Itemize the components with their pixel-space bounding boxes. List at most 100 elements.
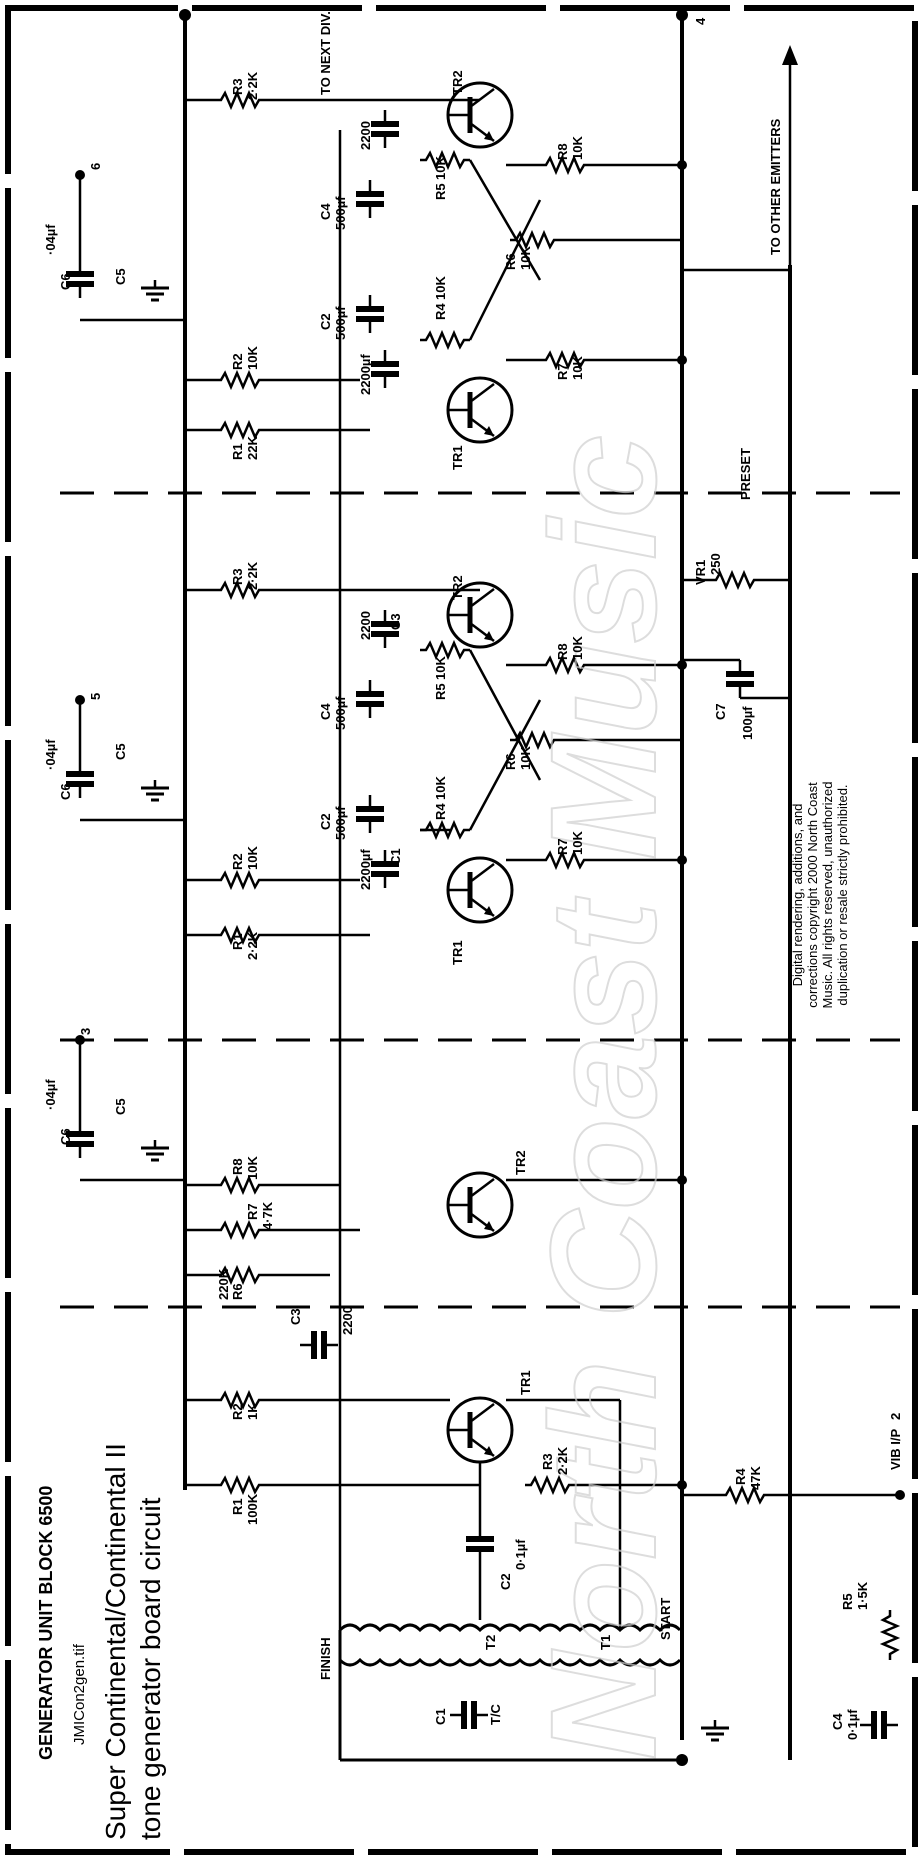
label-top-r8: R8 xyxy=(555,143,570,160)
label-top-r1: R1 xyxy=(230,443,245,460)
r1-resistor xyxy=(213,1476,267,1494)
label-node-5: 5 xyxy=(88,693,103,700)
label-mid-r6: R6 xyxy=(503,753,518,770)
label-r5-left-val: 1·5K xyxy=(855,1581,870,1610)
outer-border xyxy=(5,5,918,1855)
label-r6-left-val: 220K xyxy=(216,1268,231,1300)
label-mid-tr1: TR1 xyxy=(450,940,465,965)
label-mid-r7-val: 10K xyxy=(570,831,585,855)
section-dividers xyxy=(60,491,900,1309)
label-mid-c5: C5 xyxy=(113,743,128,760)
label-r8-left: R8 xyxy=(230,1158,245,1175)
label-vr1-val: 250 xyxy=(708,553,723,575)
label-top-r7: R7 xyxy=(555,363,570,380)
c4-capacitor xyxy=(860,1711,898,1739)
label-mid-r6-val: 10K xyxy=(518,746,533,770)
label-mid-c6: C6 xyxy=(58,783,73,800)
mid-c2-capacitor xyxy=(356,795,384,833)
c3-capacitor xyxy=(300,1331,338,1359)
caption-line-1: Super Continental/Continental II xyxy=(100,1443,131,1840)
top-tr1-transistor xyxy=(448,378,512,442)
label-top-r2: R2 xyxy=(230,353,245,370)
label-r5-left: R5 xyxy=(840,1593,855,1610)
top-c1-capacitor xyxy=(371,350,399,388)
top-c3-capacitor xyxy=(371,110,399,148)
label-top-r7-val: 10K xyxy=(570,356,585,380)
top-r2-resistor xyxy=(213,371,267,389)
schematic-title: GENERATOR UNIT BLOCK 6500 xyxy=(36,1486,56,1760)
c1-capacitor xyxy=(450,1701,488,1729)
c2-capacitor xyxy=(466,1525,494,1563)
label-tc: T/C xyxy=(488,1703,503,1725)
caption-line-2: tone generator board circuit xyxy=(135,1497,166,1840)
label-mid-r3-val: 2·2K xyxy=(245,561,260,590)
label-r6-left: R6 xyxy=(230,1283,245,1300)
label-mid-r8: R8 xyxy=(555,643,570,660)
label-mid-r7: R7 xyxy=(555,838,570,855)
tr1-transistor xyxy=(448,1398,512,1462)
label-mid-c3: C3 xyxy=(388,613,403,630)
label-top-r6-val: 10K xyxy=(518,246,533,270)
label-c4-left-val: 0·1µf xyxy=(845,1709,860,1740)
label-top-c6: C6 xyxy=(58,273,73,290)
label-tr2-left: TR2 xyxy=(513,1150,528,1175)
label-mid-r2: R2 xyxy=(230,853,245,870)
label-top-c3-val: 2200 xyxy=(358,121,373,150)
label-mid-tr2: TR2 xyxy=(450,575,465,600)
label-r2-left: R2 xyxy=(230,1403,245,1420)
label-c7-val: 100µf xyxy=(740,706,755,740)
label-top-c2: C2 xyxy=(318,313,333,330)
label-mid-r1: R1 xyxy=(230,933,245,950)
label-c2: C2 xyxy=(498,1573,513,1590)
label-c3: C3 xyxy=(288,1308,303,1325)
label-mid-c2-val: 500µf xyxy=(333,806,348,840)
label-top-r4-val: 10K xyxy=(433,276,448,300)
label-mid-c4: C4 xyxy=(318,703,333,720)
label-node-4: 4 xyxy=(693,17,708,25)
label-c5: C5 xyxy=(113,1098,128,1115)
ground-icon xyxy=(699,1718,731,1742)
label-top-c2-val: 500µf xyxy=(333,306,348,340)
label-top-tr1: TR1 xyxy=(450,445,465,470)
label-c3-val: 2200 xyxy=(340,1306,355,1335)
top-c2-capacitor xyxy=(356,295,384,333)
label-top-r4: R4 xyxy=(433,303,448,320)
ground-icon xyxy=(139,278,171,302)
label-r4-left: R4 xyxy=(733,1468,748,1485)
bottom-wiring xyxy=(78,1040,900,1630)
label-r3-left-val: 2·2K xyxy=(555,1446,570,1475)
mid-r2-resistor xyxy=(213,871,267,889)
top-r4-resistor xyxy=(418,331,472,349)
label-r4-left-val: 47K xyxy=(748,1466,763,1490)
terminal-dots xyxy=(75,160,905,1766)
file-name: JMICon2gen.tif xyxy=(71,1643,88,1745)
label-top-r3-val: 2·2K xyxy=(245,71,260,100)
arrow-icon xyxy=(782,45,798,65)
ground-icon xyxy=(139,1138,171,1162)
label-mid-r3: R3 xyxy=(230,568,245,585)
label-mid-r2-val: 10K xyxy=(245,846,260,870)
rails xyxy=(183,15,792,1760)
watermark: North Coast Music xyxy=(519,435,687,1760)
label-top-r2-val: 10K xyxy=(245,346,260,370)
middle-wiring xyxy=(78,578,790,937)
label-mid-r5: R5 xyxy=(433,683,448,700)
label-top-r1-val: 22K xyxy=(245,436,260,460)
label-c1: C1 xyxy=(433,1708,448,1725)
label-preset: PRESET xyxy=(738,448,753,500)
copyright-notice: Digital rendering, additions, and correc… xyxy=(790,781,850,1009)
label-top-tr2: TR2 xyxy=(450,70,465,95)
label-r7-left: R7 xyxy=(245,1203,260,1220)
label-t2: T2 xyxy=(483,1635,498,1650)
top-c4-capacitor xyxy=(356,180,384,218)
r5-resistor xyxy=(881,1608,899,1662)
label-mid-r4: R4 xyxy=(433,803,448,820)
label-mid-c3-val: 2200 xyxy=(358,611,373,640)
r7-resistor xyxy=(213,1221,267,1239)
label-tr1-left: TR1 xyxy=(518,1370,533,1395)
mid-tr1-transistor xyxy=(448,858,512,922)
label-mid-r1-val: 2·2K xyxy=(245,931,260,960)
label-top-r5: R5 xyxy=(433,183,448,200)
top-wiring xyxy=(78,55,792,432)
